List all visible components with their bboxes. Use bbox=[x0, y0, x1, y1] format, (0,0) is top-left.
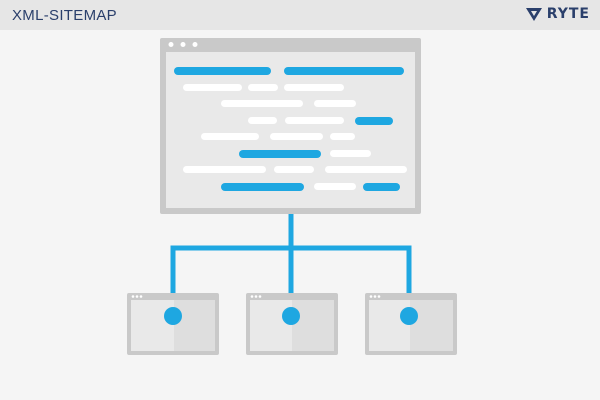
node-dot bbox=[164, 307, 182, 325]
code-line bbox=[284, 84, 344, 91]
code-line bbox=[183, 166, 266, 173]
node-dot bbox=[282, 307, 300, 325]
main-window bbox=[160, 38, 421, 214]
code-line bbox=[274, 166, 314, 173]
code-line bbox=[330, 133, 355, 140]
window-dot bbox=[180, 42, 186, 47]
code-line bbox=[221, 100, 303, 107]
code-line bbox=[270, 133, 323, 140]
code-line bbox=[221, 183, 304, 191]
code-line bbox=[239, 150, 321, 158]
code-line bbox=[314, 100, 356, 107]
page-title: XML-SITEMAP bbox=[12, 7, 117, 24]
code-line bbox=[355, 117, 393, 125]
child-window-middle bbox=[246, 293, 338, 355]
code-line bbox=[330, 150, 371, 157]
window-dot bbox=[192, 42, 198, 47]
code-line bbox=[284, 67, 404, 75]
window-dot bbox=[168, 42, 174, 47]
child-window-left bbox=[127, 293, 219, 355]
code-line bbox=[285, 117, 344, 124]
code-line bbox=[248, 117, 277, 124]
brand-name: RYTE bbox=[546, 6, 590, 22]
code-line bbox=[174, 67, 271, 75]
ryte-logo-icon bbox=[525, 8, 542, 21]
code-line bbox=[314, 183, 356, 190]
child-window-right bbox=[365, 293, 457, 355]
code-line bbox=[201, 133, 259, 140]
code-line bbox=[248, 84, 278, 91]
code-line bbox=[325, 166, 407, 173]
code-line bbox=[363, 183, 400, 191]
code-lines bbox=[174, 67, 407, 191]
brand-logo: RYTE bbox=[525, 6, 590, 22]
code-line bbox=[183, 84, 242, 91]
header-bar: XML-SITEMAP RYTE bbox=[0, 0, 600, 30]
node-dot bbox=[400, 307, 418, 325]
